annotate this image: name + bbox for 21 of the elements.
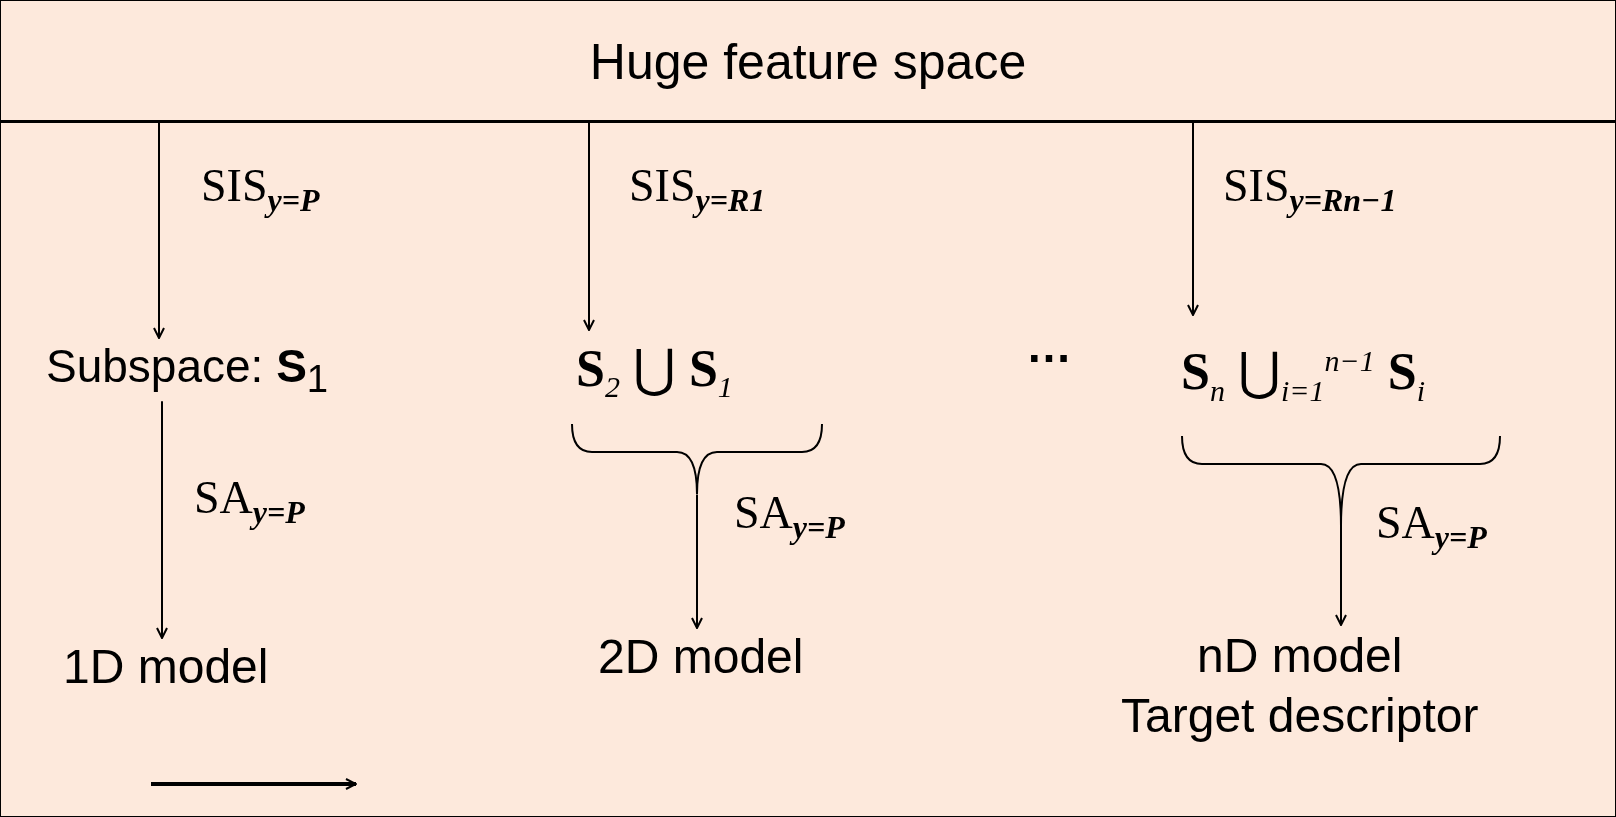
arrow: [1187, 122, 1199, 316]
union-expression: S$_{2}$ ⋃ S$_{1}$: [576, 339, 733, 406]
ellipsis: …: [1026, 319, 1072, 373]
edge-label: SIS$_{y=Rn−1}$: [1223, 159, 1397, 220]
arrow: [1335, 524, 1347, 626]
model-label: nD model: [1196, 628, 1404, 684]
subspace-label: Subspace: S$_{1}$: [46, 339, 329, 402]
edge-label: SA$_{y=P}$: [1376, 496, 1487, 557]
edge-label: SIS$_{y=P}$: [201, 159, 320, 220]
arrow: [153, 122, 165, 339]
union-expression: S$_{n}$ ⋃$_{i=1}$$^{n−1}$ S$_{i}$: [1181, 342, 1426, 409]
edge-label: SA$_{y=P}$: [194, 471, 305, 532]
arrow: [156, 400, 168, 639]
arrow: [583, 122, 595, 331]
model-label: 1D model: [63, 639, 269, 694]
description-label: Target descriptor: [1121, 688, 1479, 744]
edge-label: SA$_{y=P}$: [734, 486, 845, 547]
edge-label: SIS$_{y=R1}$: [629, 159, 766, 220]
model-label: 2D model: [598, 629, 804, 684]
arrow: [691, 493, 703, 629]
heading: Huge feature space: [588, 33, 1028, 91]
